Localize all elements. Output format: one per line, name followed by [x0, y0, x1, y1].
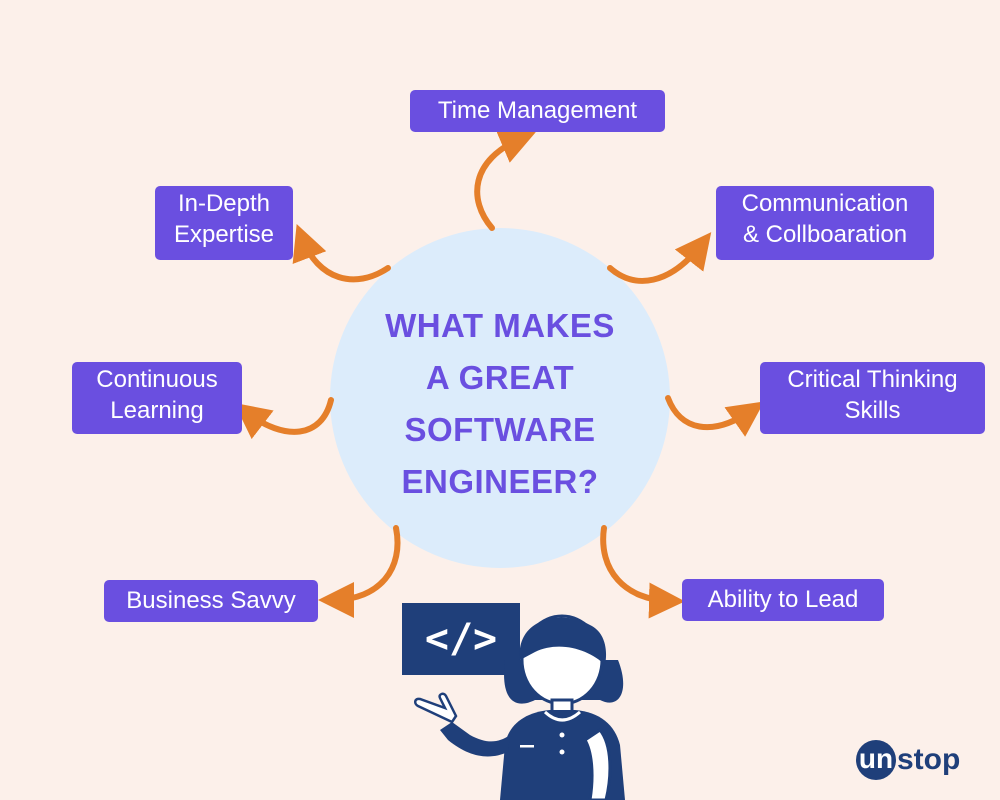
shirt-button — [559, 749, 565, 755]
node-time-management: Time Management — [410, 90, 665, 132]
pointing-hand — [414, 692, 458, 724]
shirt-pocket — [520, 745, 534, 748]
node-in-depth-expertise: In-Depth Expertise — [155, 186, 293, 260]
node-communication: Communication & Collboaration — [716, 186, 934, 260]
node-critical-thinking: Critical Thinking Skills — [760, 362, 985, 434]
shirt-button — [559, 732, 565, 738]
logo-wordmark: stop — [897, 743, 961, 776]
arrow-in-depth-expertise — [292, 223, 391, 283]
center-circle — [330, 228, 670, 568]
side-arm — [582, 727, 612, 800]
pointing-arm — [440, 722, 510, 757]
arrow-critical-thinking — [665, 395, 765, 437]
node-business-savvy: Business Savvy — [104, 580, 318, 622]
collar — [543, 710, 581, 722]
logo-badge: un — [856, 740, 896, 780]
arrow-continuous-learning — [234, 397, 334, 440]
arrow-communication — [607, 232, 712, 284]
arrow-ability-to-lead — [600, 525, 685, 619]
center-title: WHAT MAKES A GREAT SOFTWARE ENGINEER? — [385, 307, 615, 500]
node-ability-to-lead: Ability to Lead — [682, 579, 884, 621]
hair-top — [519, 617, 607, 665]
node-continuous-learning: Continuous Learning — [72, 362, 242, 434]
code-screen — [402, 603, 520, 675]
arrow-business-savvy — [318, 525, 401, 618]
arrow-time-management — [474, 129, 536, 231]
code-glyph: </> — [425, 616, 497, 662]
